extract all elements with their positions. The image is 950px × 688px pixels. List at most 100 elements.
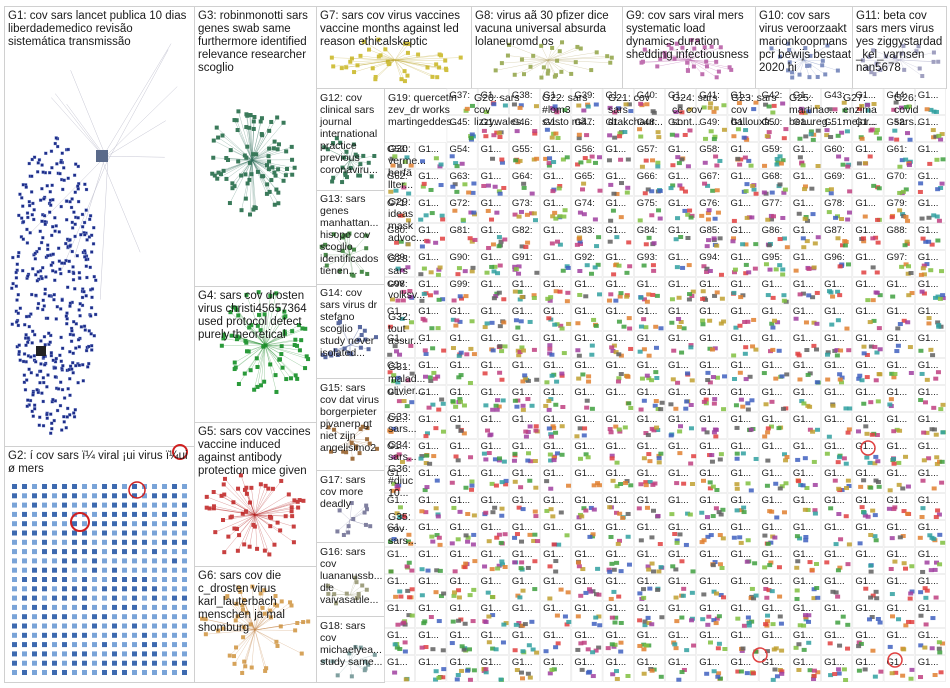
small-cluster-node bbox=[677, 429, 682, 433]
small-cluster-node bbox=[452, 590, 457, 594]
small-cluster-node bbox=[430, 647, 435, 651]
small-cluster-node bbox=[721, 103, 726, 107]
small-cluster-node bbox=[527, 479, 532, 483]
g2-node bbox=[182, 586, 187, 591]
small-cluster-node bbox=[868, 596, 873, 600]
small-cluster-label: G1... bbox=[481, 171, 502, 182]
g2-node bbox=[82, 670, 87, 675]
g2-node bbox=[32, 586, 37, 591]
small-cluster-node bbox=[775, 674, 780, 678]
small-cluster-node bbox=[677, 325, 682, 329]
small-cluster-node bbox=[528, 424, 533, 428]
small-cluster-node bbox=[897, 191, 902, 195]
small-cluster-node bbox=[559, 510, 564, 514]
small-cluster-label: G1... bbox=[762, 306, 783, 317]
g3-node bbox=[228, 201, 232, 205]
g1-node bbox=[33, 404, 36, 407]
small-cluster-node bbox=[765, 459, 770, 463]
small-cluster-node bbox=[887, 507, 892, 511]
small-cluster-node bbox=[638, 482, 643, 486]
small-cluster-node bbox=[753, 348, 758, 352]
small-cluster-label: G1... bbox=[449, 657, 470, 668]
g4-node bbox=[220, 344, 224, 348]
small-cluster-node bbox=[780, 273, 785, 277]
small-cluster-node bbox=[878, 347, 883, 351]
g2-node bbox=[152, 661, 157, 666]
g7-node bbox=[459, 56, 463, 60]
small-cluster-label: G1... bbox=[918, 144, 939, 155]
small-cluster-node bbox=[650, 293, 655, 297]
small-cluster-node bbox=[812, 669, 817, 673]
g2-node bbox=[102, 596, 107, 601]
g1-node bbox=[69, 365, 72, 368]
g5-edge bbox=[255, 500, 294, 515]
g1-node bbox=[68, 245, 71, 248]
small-cluster-node bbox=[816, 235, 821, 239]
g3-node bbox=[226, 158, 230, 162]
small-cluster-node bbox=[777, 565, 782, 569]
small-cluster-node bbox=[642, 264, 647, 268]
small-cluster-node bbox=[708, 106, 713, 110]
small-cluster-node bbox=[700, 322, 705, 326]
g2-node bbox=[92, 558, 97, 563]
small-cluster-node bbox=[797, 353, 802, 357]
small-cluster-node bbox=[628, 109, 633, 113]
small-cluster-label: G1... bbox=[668, 441, 689, 452]
g10-node bbox=[807, 75, 811, 79]
g2-node bbox=[22, 512, 27, 517]
g18-node bbox=[350, 674, 354, 678]
g1-node bbox=[36, 388, 39, 391]
g2-node bbox=[112, 512, 117, 517]
g1-node bbox=[31, 213, 34, 216]
small-cluster-label: G1... bbox=[793, 252, 814, 263]
g1-node bbox=[90, 306, 93, 309]
small-cluster-node bbox=[637, 591, 642, 595]
small-cluster-node bbox=[562, 351, 567, 355]
small-cluster-node bbox=[649, 622, 654, 626]
small-cluster-node bbox=[762, 565, 767, 569]
small-cluster-node bbox=[607, 133, 612, 137]
small-cluster-node bbox=[874, 590, 879, 594]
g7-node bbox=[439, 53, 443, 57]
g3-node bbox=[245, 145, 249, 149]
small-cluster-node bbox=[674, 619, 679, 623]
small-cluster-node bbox=[702, 182, 707, 186]
small-cluster-node bbox=[553, 570, 558, 574]
small-cluster-node bbox=[658, 407, 663, 411]
g5-node bbox=[292, 525, 296, 529]
small-cluster-node bbox=[456, 458, 461, 462]
g1-node bbox=[15, 321, 18, 324]
small-cluster-node bbox=[737, 163, 742, 167]
small-cluster-node bbox=[611, 272, 616, 276]
small-cluster-label: G1... bbox=[481, 630, 502, 641]
small-cluster-label: G95: bbox=[762, 252, 783, 263]
small-cluster-label: G1... bbox=[918, 549, 939, 560]
small-cluster-label: G1... bbox=[918, 198, 939, 209]
small-cluster-node bbox=[651, 509, 656, 513]
small-cluster-node bbox=[714, 506, 719, 510]
small-cluster-node bbox=[519, 210, 524, 214]
g1-node bbox=[73, 174, 76, 177]
small-cluster-node bbox=[499, 158, 504, 162]
small-cluster-node bbox=[578, 426, 583, 430]
g2-node bbox=[112, 651, 117, 656]
g1-node bbox=[33, 208, 36, 211]
g1-edge bbox=[108, 50, 168, 161]
g3-node bbox=[235, 118, 239, 122]
small-cluster-node bbox=[829, 187, 834, 191]
g6-node bbox=[228, 654, 232, 658]
small-cluster-node bbox=[533, 429, 538, 433]
g9-node bbox=[728, 65, 732, 69]
small-cluster-label: G1... bbox=[481, 495, 502, 506]
g2-node bbox=[122, 558, 127, 563]
g1-node bbox=[26, 405, 29, 408]
small-cluster-node bbox=[877, 485, 882, 489]
g17-node bbox=[364, 504, 368, 508]
small-cluster-node bbox=[674, 237, 679, 241]
g6-node bbox=[275, 644, 279, 648]
small-cluster-node bbox=[521, 349, 526, 353]
small-cluster-node bbox=[735, 487, 740, 491]
g2-node bbox=[102, 521, 107, 526]
small-cluster-node bbox=[875, 128, 880, 132]
g1-node bbox=[48, 294, 51, 297]
